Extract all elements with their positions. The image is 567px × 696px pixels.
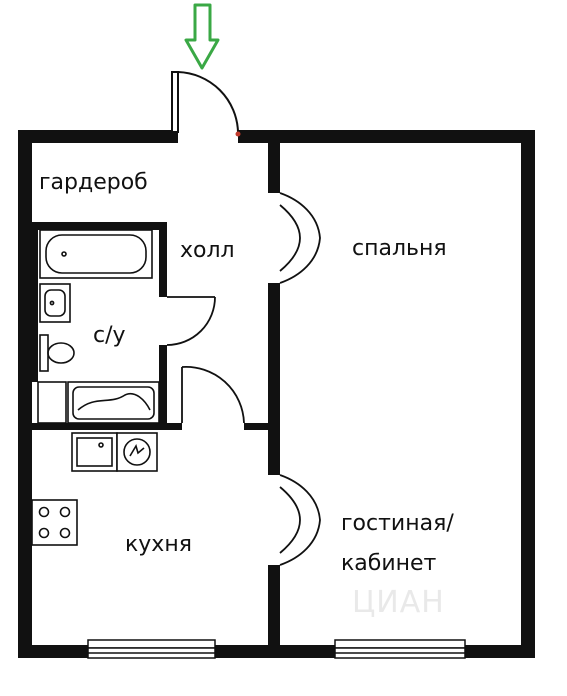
sink xyxy=(39,283,71,323)
room-label-bedroom: спальня xyxy=(352,236,447,261)
entrance-door xyxy=(171,71,239,133)
room-label-hall: холл xyxy=(180,238,235,263)
bathtub xyxy=(39,229,153,279)
room-label-bathroom: с/у xyxy=(93,323,126,348)
dishwasher xyxy=(116,432,158,472)
bathroom-door xyxy=(166,296,216,346)
stove xyxy=(31,499,78,546)
room-label-living: гостиная/ xyxy=(341,511,454,536)
toilet xyxy=(39,334,75,372)
room-label-study: кабинет xyxy=(341,551,437,576)
exterior-walls xyxy=(18,130,535,658)
partition-bedroom-wall xyxy=(268,143,280,645)
room-label-wardrobe: гардероб xyxy=(39,170,148,195)
arrow-down-icon xyxy=(184,3,220,70)
window-kitchen xyxy=(87,639,216,659)
kitchen-door xyxy=(181,366,245,424)
watermark: ЦИАН xyxy=(352,585,445,620)
bedroom-door xyxy=(279,192,321,284)
kitchen-sink xyxy=(71,432,118,472)
washing-machine xyxy=(37,381,160,424)
window-living xyxy=(334,639,466,659)
bathroom-walls xyxy=(32,222,268,430)
living-room-door xyxy=(279,474,321,566)
room-label-kitchen: кухня xyxy=(125,532,192,557)
